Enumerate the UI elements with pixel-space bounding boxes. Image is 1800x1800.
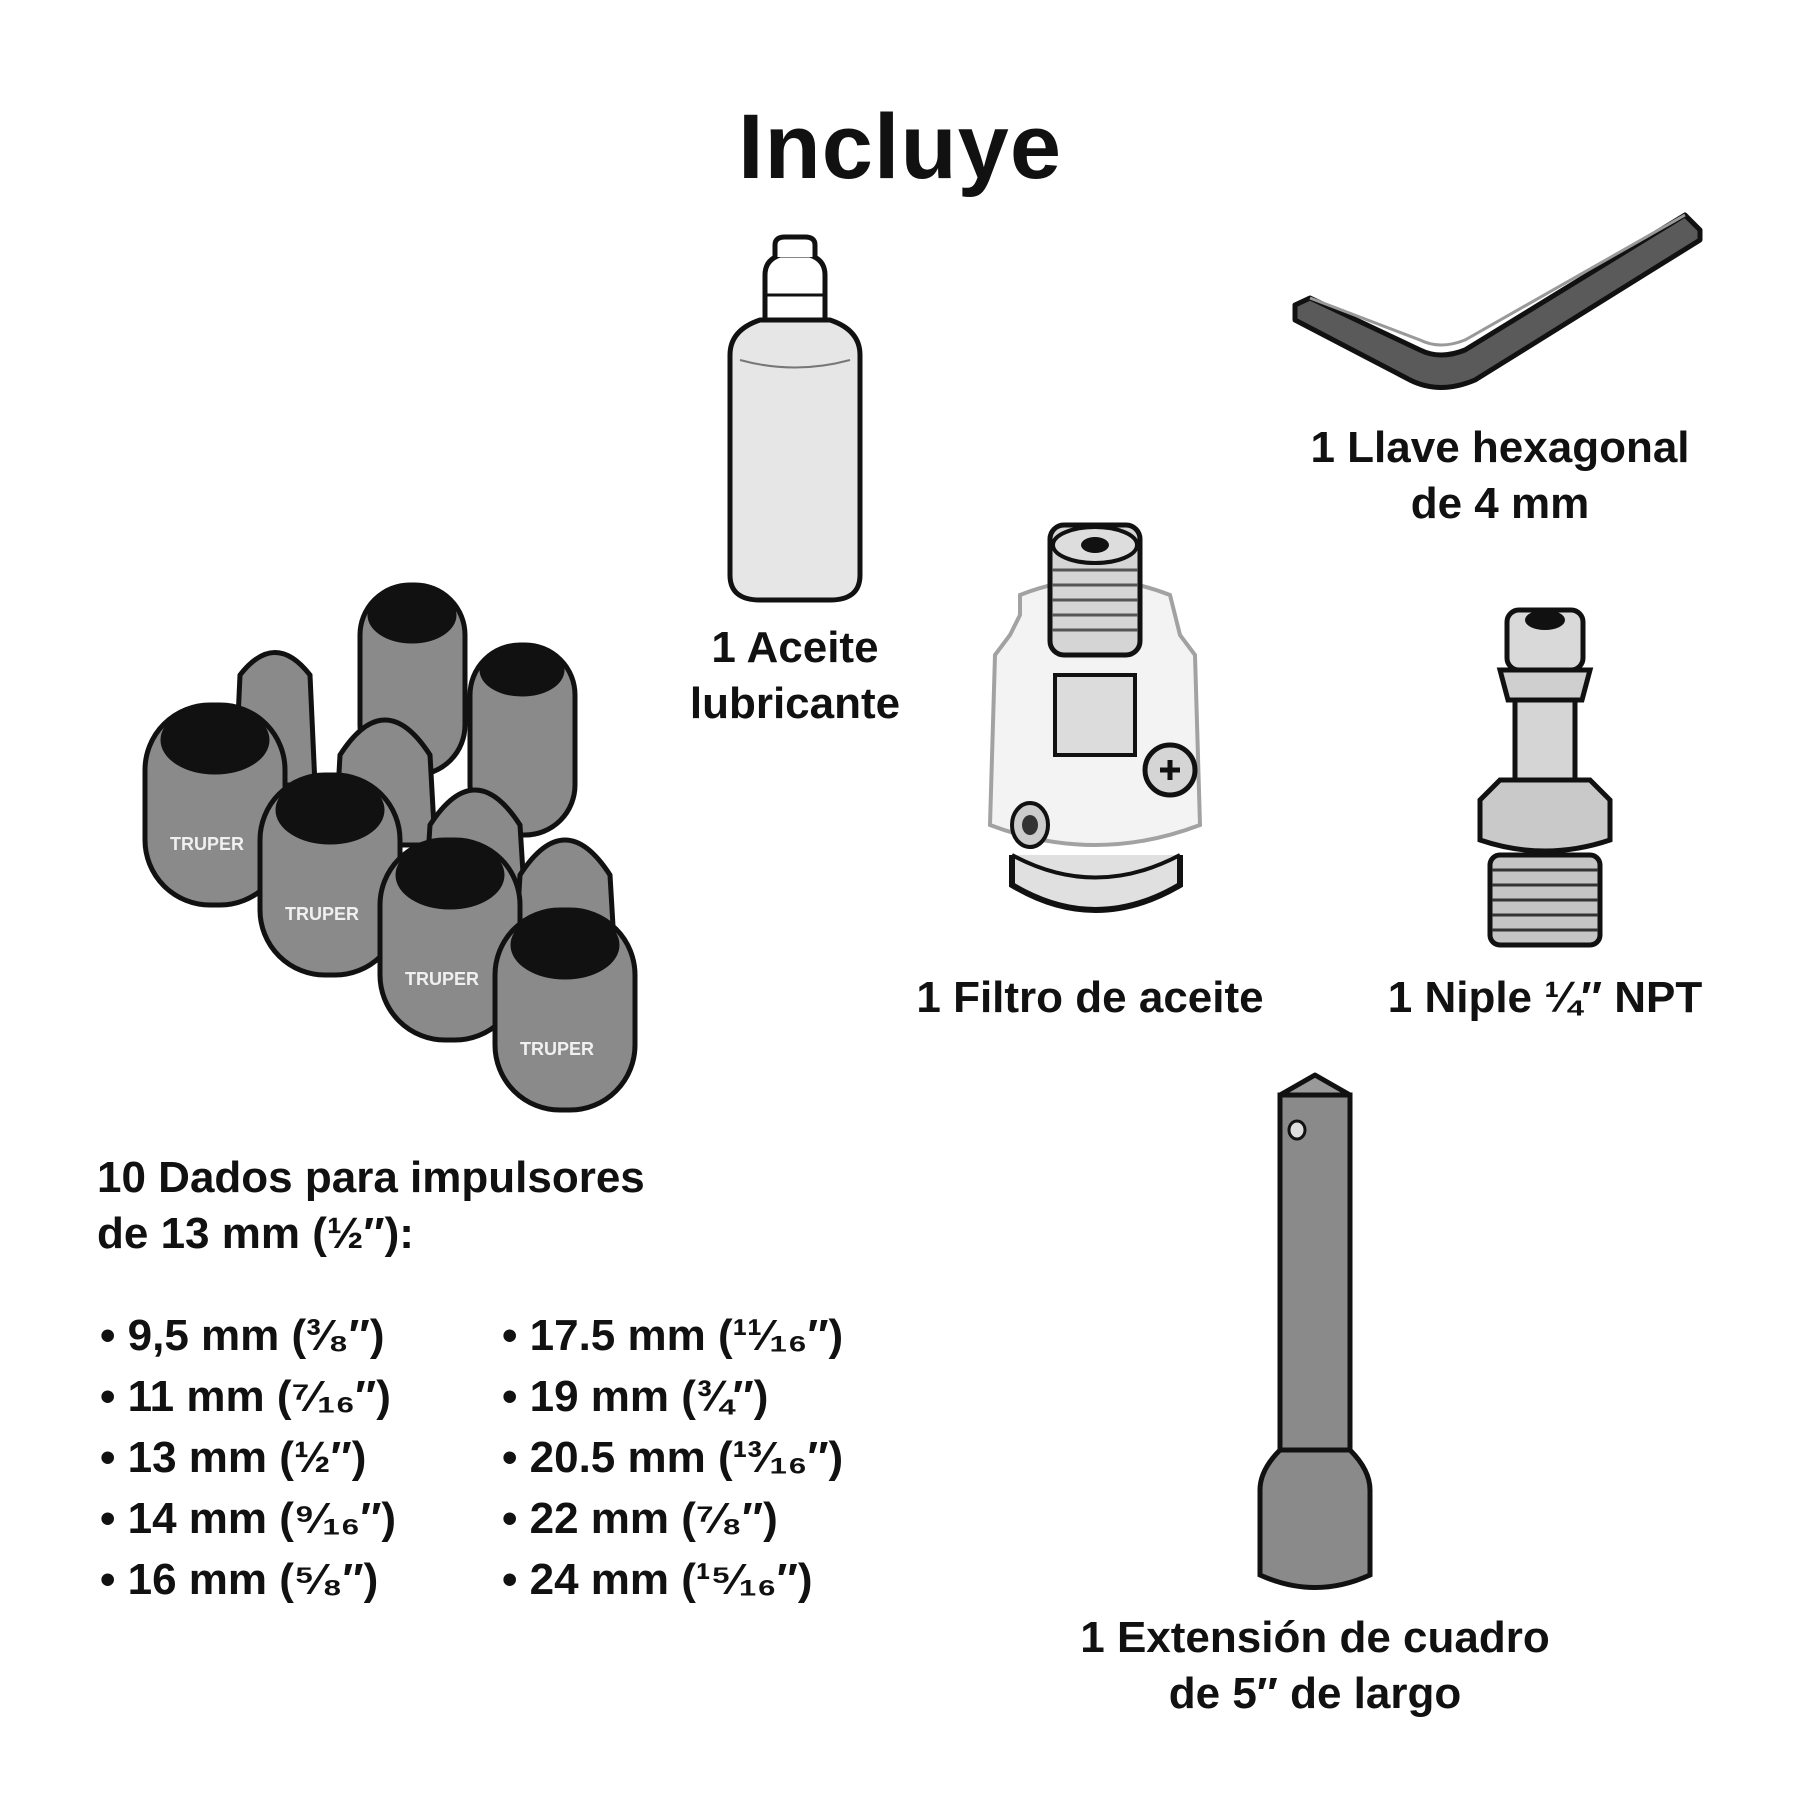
socket-brand-text-3: TRUPER xyxy=(405,969,479,989)
list-item: 16 mm (⁵⁄₈″) xyxy=(100,1549,396,1610)
extension-label-line2: de 5″ de largo xyxy=(1168,1669,1462,1718)
page-title: Incluye xyxy=(737,96,1062,198)
list-item: 14 mm (⁹⁄₁₆″) xyxy=(100,1488,396,1549)
extension-bar-image xyxy=(1257,1072,1373,1590)
socket-brand-text-2: TRUPER xyxy=(285,904,359,924)
sockets-label-line1: 10 Dados para impulsores xyxy=(97,1153,645,1202)
list-item: 11 mm (⁷⁄₁₆″) xyxy=(100,1366,396,1427)
oil-bottle-image xyxy=(727,234,863,603)
oil-filter-image xyxy=(987,522,1203,913)
list-item: 9,5 mm (³⁄₈″) xyxy=(100,1305,396,1366)
hex-key-label-line1: 1 Llave hexagonal xyxy=(1310,423,1690,472)
hex-key-label: 1 Llave hexagonal de 4 mm xyxy=(1270,420,1730,532)
hex-key-image xyxy=(1292,212,1703,390)
sockets-sizes-col1: 9,5 mm (³⁄₈″) 11 mm (⁷⁄₁₆″) 13 mm (½″) 1… xyxy=(100,1305,396,1610)
sockets-image: TRUPER TRUPER TRUPER TRUPER xyxy=(142,582,638,1113)
hex-key-label-line2: de 4 mm xyxy=(1410,479,1590,528)
oil-filter-label: 1 Filtro de aceite xyxy=(916,973,1264,1022)
list-item: 24 mm (¹⁵⁄₁₆″) xyxy=(502,1549,843,1610)
sockets-label-line2: de 13 mm (½″): xyxy=(97,1209,414,1258)
sockets-label: 10 Dados para impulsores de 13 mm (½″): xyxy=(97,1150,645,1262)
list-item: 13 mm (½″) xyxy=(100,1427,396,1488)
sockets-sizes-col2: 17.5 mm (¹¹⁄₁₆″) 19 mm (¾″) 20.5 mm (¹³⁄… xyxy=(502,1305,844,1610)
oil-label-line1: 1 Aceite xyxy=(711,623,879,672)
list-item: 19 mm (¾″) xyxy=(502,1366,843,1427)
list-item: 22 mm (⁷⁄₈″) xyxy=(502,1488,843,1549)
list-item: 17.5 mm (¹¹⁄₁₆″) xyxy=(502,1305,844,1366)
socket-brand-text-4: TRUPER xyxy=(520,1039,594,1059)
list-item: 20.5 mm (¹³⁄₁₆″) xyxy=(502,1427,844,1488)
socket-brand-text-1: TRUPER xyxy=(170,834,244,854)
nipple-label: 1 Niple ¼″ NPT xyxy=(1387,973,1703,1022)
extension-label-line1: 1 Extensión de cuadro xyxy=(1080,1613,1550,1662)
oil-label-line2: lubricante xyxy=(689,679,901,728)
nipple-image xyxy=(1477,607,1613,948)
oil-label: 1 Aceite lubricante xyxy=(625,620,965,732)
extension-label: 1 Extensión de cuadro de 5″ de largo xyxy=(1050,1610,1580,1722)
